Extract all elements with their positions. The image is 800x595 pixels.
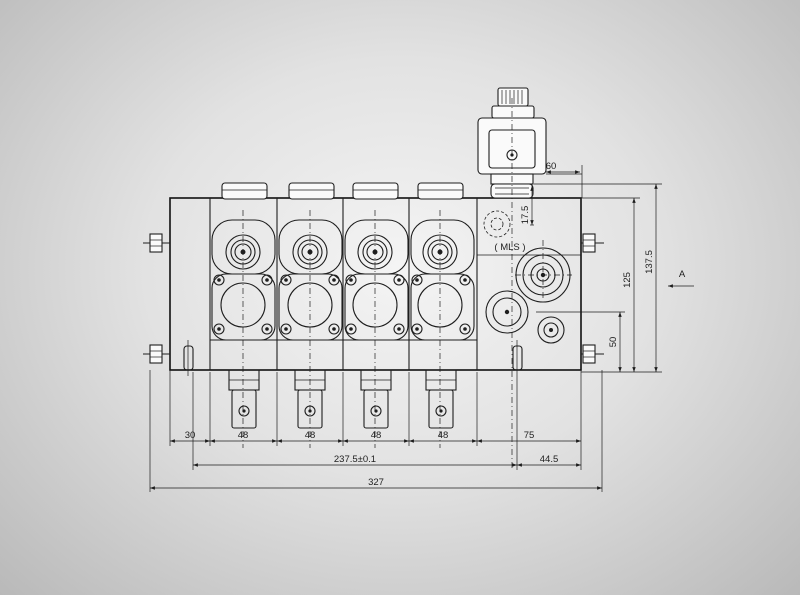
- cap-1: [221, 182, 268, 200]
- nut-top-left: [143, 233, 170, 253]
- dim-50: 50: [608, 337, 619, 348]
- lever-4: [425, 369, 457, 429]
- nut-top-right: [581, 233, 604, 253]
- dimension-texts: 30 48 48 48 48 75 237.5±0.1 44.5 327 60 …: [185, 161, 686, 488]
- dim-44-5: 44.5: [540, 454, 559, 465]
- nut-bottom-right: [581, 344, 604, 364]
- mls-label: ( MLS ): [494, 242, 525, 253]
- lever-3: [360, 369, 392, 429]
- dim-137-5: 137.5: [644, 250, 655, 274]
- work-section-3: [344, 219, 409, 341]
- work-section-4: [410, 219, 475, 341]
- dimension-lines: [150, 170, 694, 490]
- lever-1: [228, 369, 260, 429]
- dim-48-2: 48: [305, 430, 316, 441]
- view-a-label: A: [679, 269, 686, 280]
- section-caps: [221, 182, 464, 200]
- dim-17-5: 17.5: [520, 206, 531, 225]
- dim-48-3: 48: [371, 430, 382, 441]
- work-section-1: [211, 219, 276, 341]
- dim-237-5: 237.5±0.1: [334, 454, 376, 465]
- dim-327: 327: [368, 477, 384, 488]
- work-section-2: [278, 219, 343, 341]
- nut-bottom-left: [143, 344, 170, 364]
- cap-3: [352, 182, 399, 200]
- dim-30: 30: [185, 430, 196, 441]
- inlet-cover-features: [483, 210, 571, 344]
- cap-2: [288, 182, 335, 200]
- spool-levers: [228, 369, 457, 429]
- extension-lines: [149, 165, 662, 492]
- dim-75: 75: [524, 430, 535, 441]
- cap-4: [417, 182, 464, 200]
- dim-48-4: 48: [438, 430, 449, 441]
- dim-125: 125: [622, 272, 633, 288]
- stud-right: [512, 340, 523, 376]
- dim-60: 60: [546, 161, 557, 172]
- stud-left: [183, 340, 194, 376]
- tie-rod-nuts: [143, 233, 604, 376]
- center-lines: [242, 98, 572, 470]
- dim-48-1: 48: [238, 430, 249, 441]
